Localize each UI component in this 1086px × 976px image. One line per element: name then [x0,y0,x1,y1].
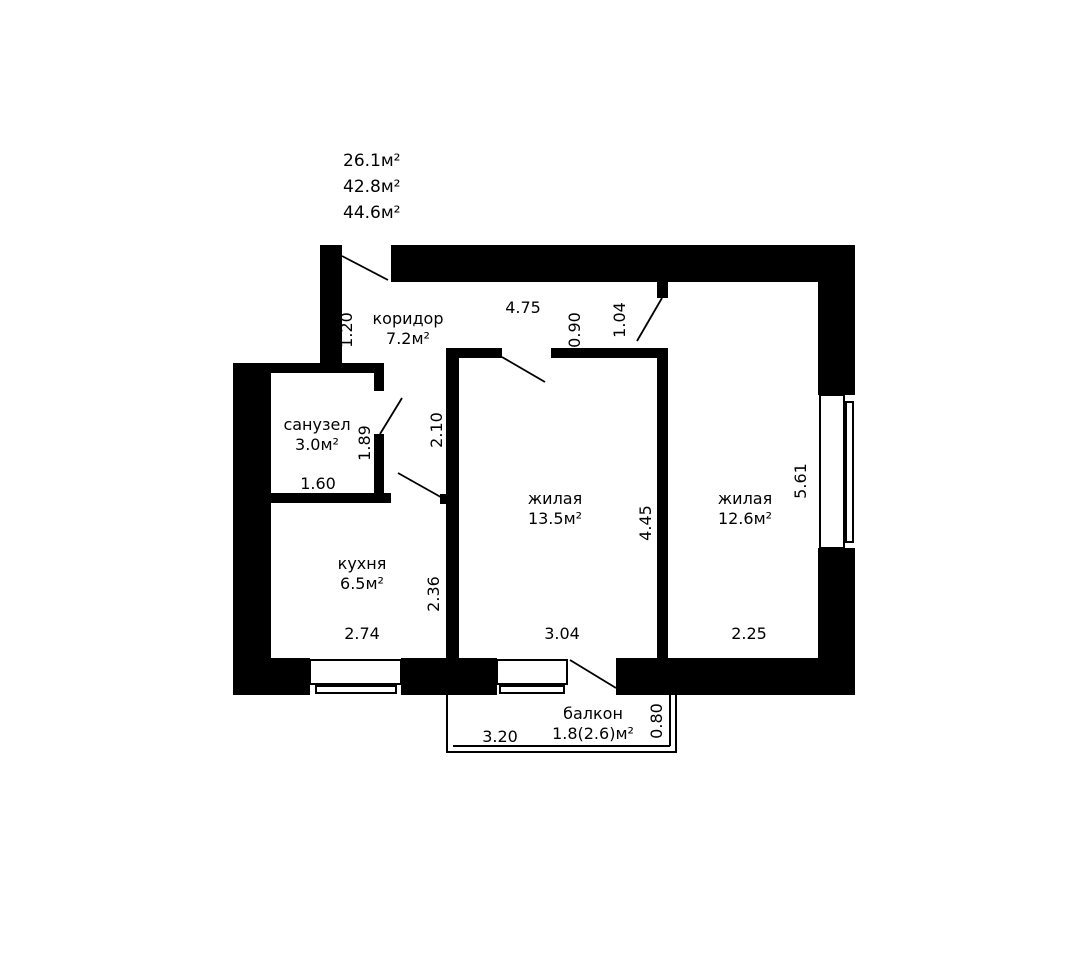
balcony [446,695,677,753]
dim-partition-210: 2.10 [427,412,446,448]
total-general-area: 42.8м² [343,177,401,197]
corridor-left-wall [320,245,342,363]
entrance-door [341,255,389,281]
bathroom-door [379,397,403,435]
kitchen-area: 6.5м² [340,574,384,593]
living1-top-wall-right [551,348,668,358]
balcony-area: 1.8(2.6)м² [552,724,634,743]
right-exterior-wall-upper [818,245,855,395]
balcony-name: балкон [563,704,623,723]
balcony-door [569,659,617,689]
total-area: 44.6м² [343,203,401,223]
dim-corridor-width: 4.75 [505,298,541,317]
kitchen-living-partition [446,348,459,660]
bathroom-bottom-wall [266,493,391,503]
doors [341,255,663,689]
dim-living1-width: 3.04 [544,624,580,643]
bottom-wall-mid [401,658,497,695]
dim-living2-width: 2.25 [731,624,767,643]
living1-name: жилая [528,489,582,508]
living2-name: жилая [718,489,772,508]
dim-bathroom-width: 1.60 [300,474,336,493]
bottom-wall-right [616,658,855,695]
top-exterior-wall [391,245,855,282]
dim-kitchen-height: 2.36 [424,576,443,612]
dim-living1-height: 4.45 [636,505,655,541]
bathroom-name: санузел [283,415,350,434]
living2-area: 12.6м² [718,509,772,528]
bathroom-top-wall-stub [374,363,384,391]
bathroom-right-wall [374,434,384,500]
dim-balcony-depth: 0.80 [647,703,666,739]
dim-door-104: 1.04 [610,302,629,338]
dim-door-090: 0.90 [565,312,584,348]
dim-living2-height: 5.61 [791,463,810,499]
room-labels: коридор 7.2м² санузел 3.0м² кухня 6.5м² … [283,309,772,743]
living1-door [501,356,546,383]
living2-window [819,394,854,549]
area-totals: 26.1м² 42.8м² 44.6м² [343,151,401,223]
bathroom-area: 3.0м² [295,435,339,454]
kitchen-door-hinge [440,494,448,504]
kitchen-window [309,659,402,694]
dimension-labels-vertical: 1.20 0.90 1.04 1.89 2.10 2.36 4.45 5.61 … [337,302,810,739]
kitchen-name: кухня [338,554,387,573]
windows [309,394,854,694]
dim-kitchen-width: 2.74 [344,624,380,643]
dim-bathroom-height: 1.89 [355,425,374,461]
living1-window [496,659,568,694]
corridor-area: 7.2м² [386,329,430,348]
living2-door [636,297,663,342]
left-exterior-wall [233,363,271,695]
living2-door-stub [657,282,668,298]
dim-corridor-height: 1.20 [337,312,356,348]
corridor-name: коридор [372,309,443,328]
living1-area: 13.5м² [528,509,582,528]
bathroom-top-wall [233,363,383,373]
dim-balcony-width: 3.20 [482,727,518,746]
living-rooms-partition [657,348,668,660]
total-living-area: 26.1м² [343,151,401,171]
living1-top-wall-left [446,348,502,358]
kitchen-door [397,472,447,501]
walls [233,245,855,695]
dimension-labels-horizontal: 4.75 1.60 2.74 3.04 2.25 3.20 [300,298,767,746]
